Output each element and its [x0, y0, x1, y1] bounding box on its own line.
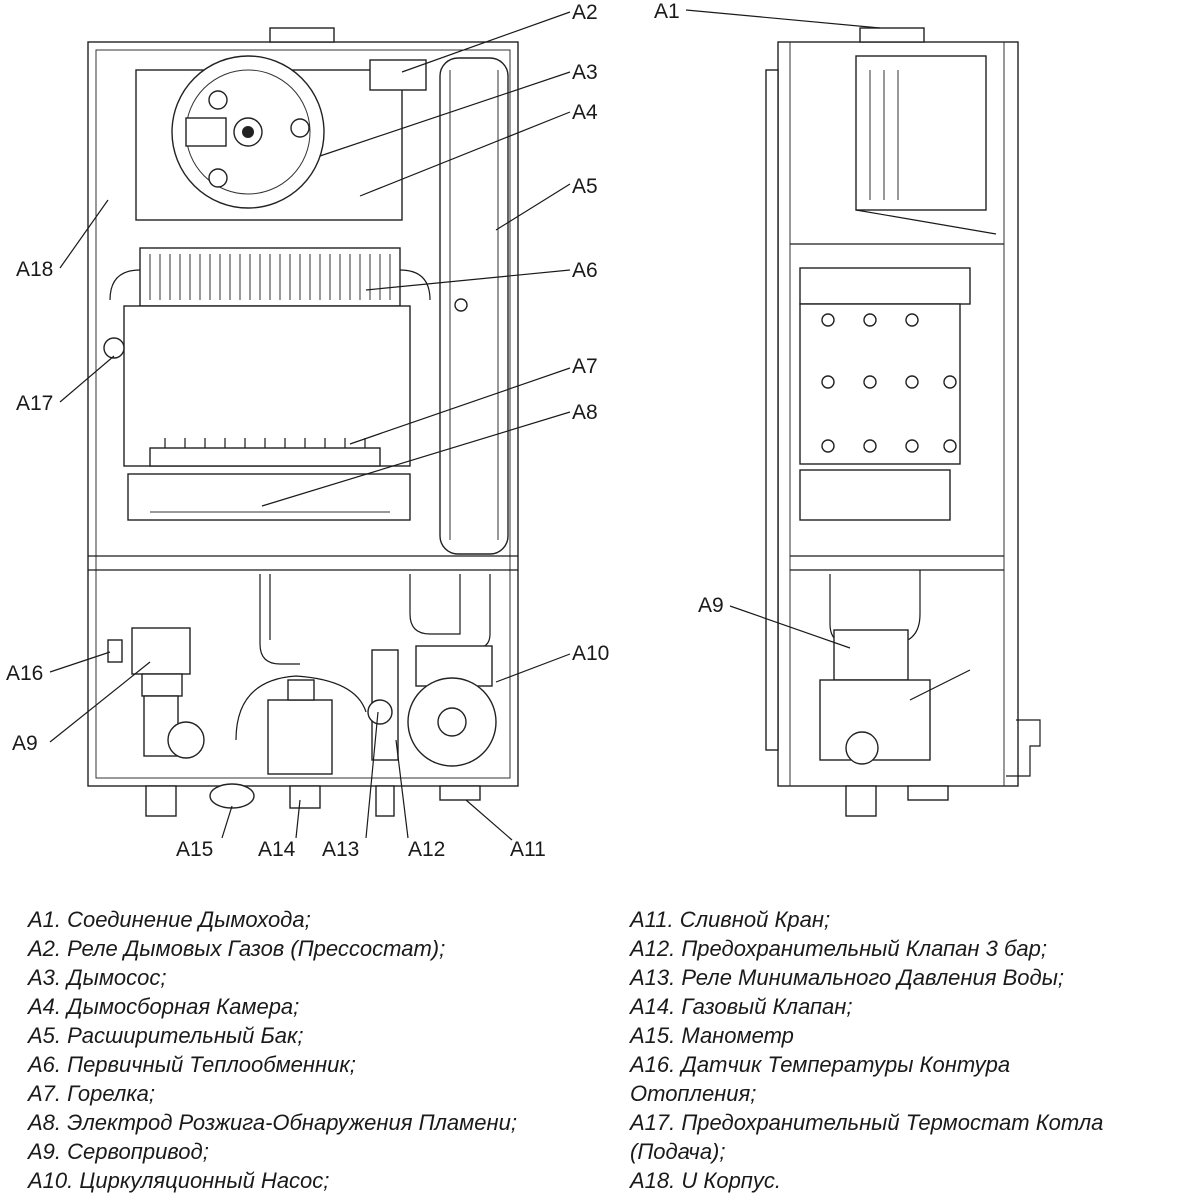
label-a9-side: A9: [698, 594, 724, 617]
legend-item: A14. Газовый Клапан;: [630, 994, 853, 1019]
gas-inlet: [145, 785, 177, 817]
label-a4: A4: [572, 101, 598, 124]
leader-lines: [49, 9, 881, 841]
legend-item: A3. Дымосос;: [28, 965, 167, 990]
burner: [127, 438, 411, 521]
label-a1: A1: [654, 0, 680, 23]
boiler-diagram: A2 A3 A4 A5 A6 A7 A8 A10 A18 A17 A16 A9 …: [6, 0, 1041, 861]
label-a8: A8: [572, 401, 598, 424]
legend-item: (Подача);: [630, 1139, 726, 1164]
fan: [171, 55, 325, 209]
label-a7: A7: [572, 355, 598, 378]
legend-item: A2. Реле Дымовых Газов (Прессостат);: [28, 936, 446, 961]
legend-item: A9. Сервопривод;: [28, 1139, 209, 1164]
legend-item: A7. Горелка;: [28, 1081, 155, 1106]
side-view: [765, 27, 1041, 817]
gas-valve-connector: [289, 785, 321, 809]
temperature-sensor: [107, 639, 123, 663]
label-a3: A3: [572, 61, 598, 84]
legend-item: A5. Расширительный Бак;: [28, 1023, 304, 1048]
legend-item: A15. Манометр: [630, 1023, 794, 1048]
side-fan: [855, 55, 987, 211]
manometer: [209, 783, 255, 809]
legend-item: Отопления;: [630, 1081, 757, 1106]
legend-item: A8. Электрод Розжига-Обнаружения Пламени…: [28, 1110, 517, 1135]
label-a18: A18: [16, 258, 53, 281]
label-a10: A10: [572, 642, 609, 665]
legend-item: A4. Дымосборная Камера;: [28, 994, 300, 1019]
side-holes: [821, 313, 957, 453]
legend-item: A12. Предохранительный Клапан 3 бар;: [630, 936, 1047, 961]
label-a2: A2: [572, 1, 598, 24]
legend-item: A11. Сливной Кран;: [630, 907, 831, 932]
legend-item: A18. U Корпус.: [630, 1168, 782, 1193]
legend-item: A13. Реле Минимального Давления Воды;: [630, 965, 1064, 990]
label-a16: A16: [6, 662, 43, 685]
legend-item: A17. Предохранительный Термостат Котла: [630, 1110, 1104, 1135]
legend-item: A6. Первичный Теплообменник;: [28, 1052, 356, 1077]
safety-thermostat: [103, 337, 125, 359]
legend-right: A11. Сливной Кран; A12. Предохранительны…: [630, 905, 1103, 1195]
label-a17: A17: [16, 392, 53, 415]
legend-left: A1. Соединение Дымохода; A2. Реле Дымовы…: [28, 905, 517, 1195]
callout-labels: A2 A3 A4 A5 A6 A7 A8 A10 A18 A17 A16 A9 …: [6, 0, 724, 861]
combustion-chamber: [123, 305, 411, 467]
label-a14: A14: [258, 838, 296, 861]
expansion-tank: [439, 57, 509, 555]
pressure-switch: [369, 59, 427, 91]
label-a12: A12: [408, 838, 445, 861]
front-view: [87, 27, 519, 817]
drain-valve: [439, 785, 481, 801]
label-a6: A6: [572, 259, 598, 282]
label-a9-front: A9: [12, 732, 38, 755]
legend-item: A10. Циркуляционный Насос;: [28, 1168, 330, 1193]
label-a13: A13: [322, 838, 359, 861]
label-a11: A11: [510, 838, 546, 861]
heat-exchanger: [109, 247, 431, 307]
label-a15: A15: [176, 838, 213, 861]
servo-drive: [131, 627, 205, 759]
legend-item: A1. Соединение Дымохода;: [28, 907, 311, 932]
circulation-pump: [407, 645, 497, 767]
flue-connection: [269, 27, 335, 43]
label-a5: A5: [572, 175, 598, 198]
side-servo: [833, 629, 909, 681]
legend-item: A16. Датчик Температуры Контура: [630, 1052, 1011, 1077]
gas-valve: [235, 675, 367, 775]
